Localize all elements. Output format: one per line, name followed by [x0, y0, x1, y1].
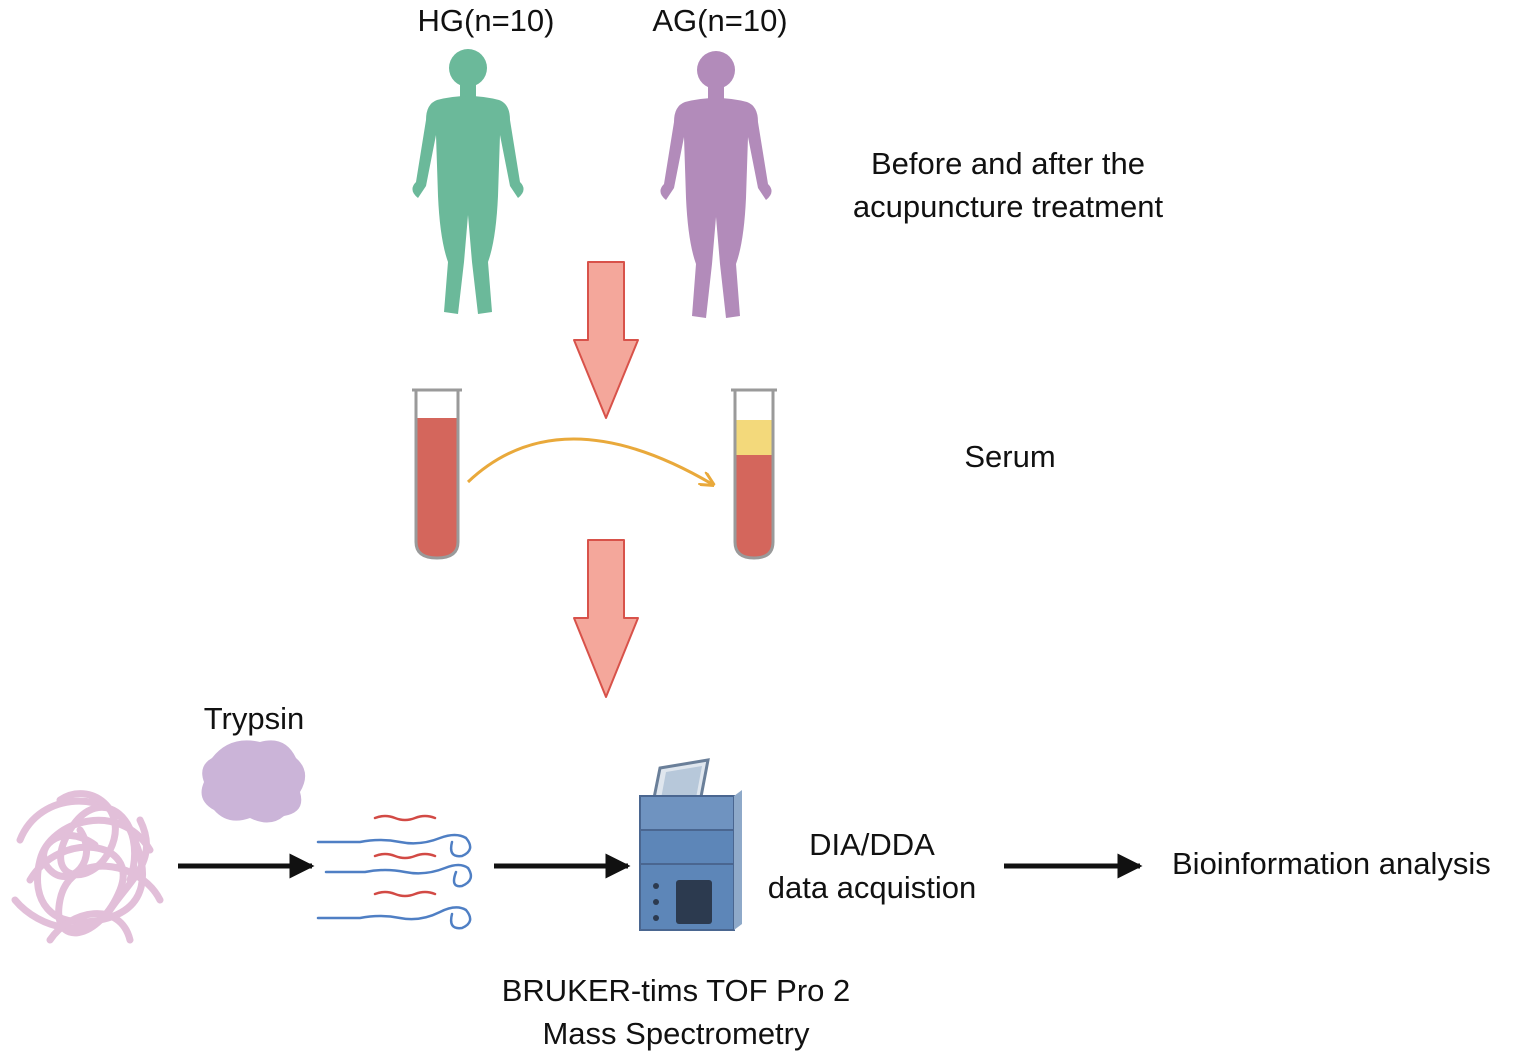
instrument-line2: Mass Spectrometry	[542, 1015, 810, 1051]
curved-arrow-icon	[466, 437, 712, 484]
group-label-ag: AG(n=10)	[652, 3, 788, 38]
bioinformation-analysis-label: Bioinformation analysis	[1172, 846, 1491, 881]
protein-tangle-icon	[11, 790, 164, 944]
step-treatment-line1: Before and after the	[870, 146, 1146, 181]
step-treatment-line2: acupuncture treatment	[852, 188, 1164, 224]
step-treatment-label: Before and after the acupuncture treatme…	[853, 143, 1163, 229]
down-arrow-icon-2	[573, 539, 639, 698]
serum-tube-icon	[731, 388, 777, 560]
trypsin-label: Trypsin	[203, 701, 305, 736]
down-arrow-icon-1	[573, 261, 639, 419]
human-figure-icon-ag	[660, 51, 772, 318]
human-figure-icon-hg	[412, 49, 524, 314]
group-label-hg: HG(n=10)	[417, 3, 555, 38]
instrument-line1: BRUKER-tims TOF Pro 2	[501, 973, 851, 1008]
mass-spectrometer-icon	[639, 758, 742, 931]
trypsin-enzyme-icon	[201, 740, 306, 823]
instrument-label: BRUKER-tims TOF Pro 2 Mass Spectrometry	[502, 970, 851, 1056]
serum-label: Serum	[964, 439, 1056, 474]
acquisition-line2: data acquistion	[767, 869, 977, 905]
acquisition-line1: DIA/DDA	[809, 827, 935, 862]
peptides-icon	[316, 814, 473, 930]
acquisition-label: DIA/DDA data acquistion	[768, 824, 977, 910]
blood-tube-icon	[412, 388, 462, 560]
